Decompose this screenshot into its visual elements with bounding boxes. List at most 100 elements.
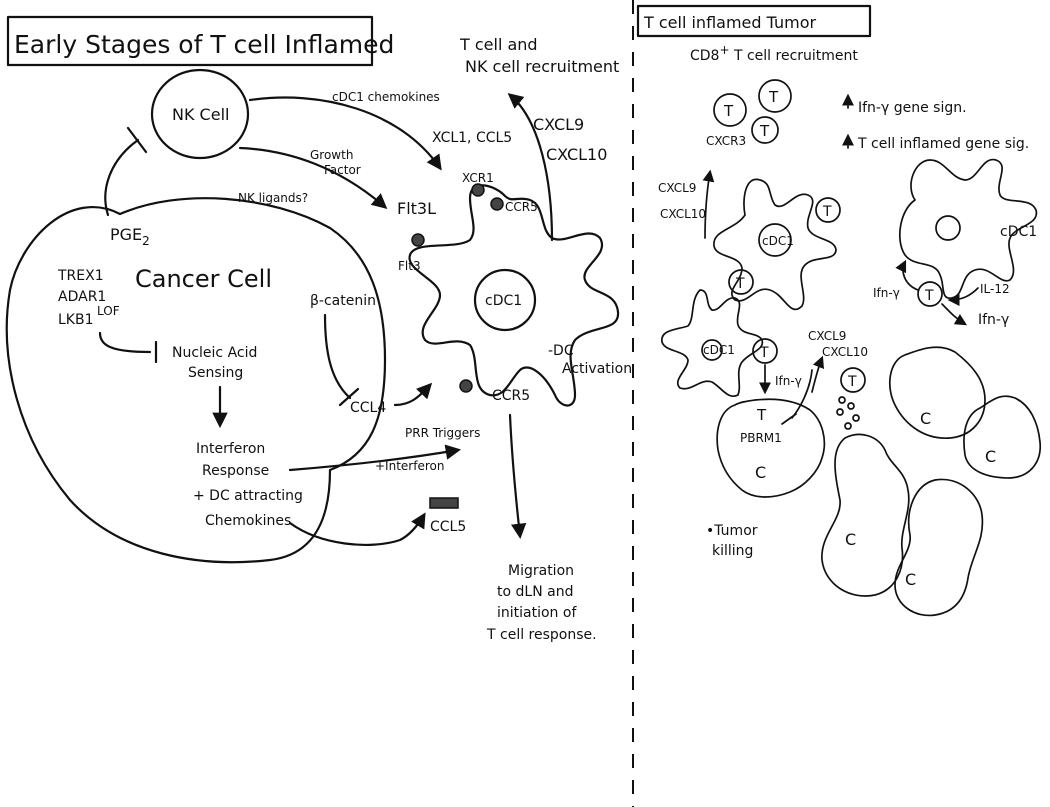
cxcl10-b-label: CXCL10 — [822, 345, 868, 359]
cdc1-right-1-nucleus — [758, 223, 792, 257]
granule-3 — [836, 408, 844, 416]
migration-label-4: T cell response. — [486, 627, 597, 643]
dc-activation-label-2: Activation — [562, 361, 632, 377]
t-cell-4 — [815, 197, 841, 223]
recruitment-label-1: T cell and — [459, 35, 538, 54]
prr-triggers-label: PRR Triggers — [405, 426, 480, 440]
cd8-recruitment-label: CD8+ T cell recruitment — [690, 43, 858, 64]
cdc1-right-1-shape — [713, 178, 837, 311]
t-cell-6 — [917, 281, 943, 307]
recruitment-label-2: NK cell recruitment — [465, 57, 619, 76]
tumor-c-label-5: C — [905, 570, 916, 589]
ccl5-arrow — [288, 512, 426, 546]
ccl4-arrow — [393, 382, 433, 407]
pbrm1-inhibit-bar — [781, 413, 797, 425]
pbrm1-t-label: T — [756, 406, 767, 424]
cdc1-cell-shape — [408, 184, 620, 407]
left-title-box — [6, 15, 374, 67]
cxcl10-right-label: CXCL10 — [660, 207, 706, 221]
xcr1-receptor — [471, 183, 485, 197]
migration-arrow — [508, 413, 527, 540]
tumor-c-label-2: C — [845, 530, 856, 549]
tumor-c-label-1: C — [755, 463, 766, 482]
interferon-label-2: Response — [202, 463, 269, 479]
cxcl-right-arrow — [702, 169, 715, 239]
cxcr3-label: CXCR3 — [706, 134, 746, 148]
nk-ligands-label: NK ligands? — [238, 191, 308, 205]
pge2-inhibit-bar — [126, 126, 148, 154]
plus-interferon-label: +Interferon — [375, 459, 444, 473]
ifn-big-arrow — [941, 303, 968, 326]
cdc1-right-3-label: cDC1 — [703, 343, 735, 357]
granule-5 — [844, 422, 852, 430]
growth-factor-label-1: Growth — [310, 148, 353, 162]
cdc1-chemokines-label: cDC1 chemokines — [332, 90, 440, 104]
recruitment-arrow — [507, 93, 554, 242]
ccl5-label: CCL5 — [430, 519, 466, 535]
t-cell-4-label: T — [822, 204, 832, 220]
pge2-label: PGE2 — [110, 225, 150, 248]
growth-factor-label-2: Factor — [324, 163, 361, 177]
cdc1-right-2-label: cDC1 — [1000, 224, 1037, 240]
il12-label: IL-12 — [980, 282, 1010, 296]
cancer-cell-shape — [5, 197, 387, 564]
cxcl-b-arrow — [811, 355, 824, 393]
t-cell-6-label: T — [924, 288, 934, 304]
ccr5-bottom-label: CCR5 — [492, 388, 530, 404]
dc-attracting-label-1: + DC attracting — [193, 488, 303, 504]
growth-factor-arrow — [238, 146, 388, 210]
ifn-big-label: Ifn-γ — [978, 312, 1009, 328]
tumor-c-label-3: C — [920, 409, 931, 428]
dc-activation-label-1: -DC — [548, 343, 574, 359]
dc-attracting-label-2: Chemokines — [205, 513, 291, 529]
xcr1-label: XCR1 — [462, 171, 494, 185]
lof-label: LOF — [97, 304, 120, 318]
cxcl9-b-label: CXCL9 — [808, 329, 846, 343]
t-cell-5-label: T — [735, 276, 745, 292]
t-cell-5 — [728, 269, 754, 295]
cxcl10-label: CXCL10 — [546, 145, 607, 164]
killer-t-cell — [840, 367, 866, 393]
ccr5-bottom-receptor — [459, 379, 473, 393]
nk-cell-shape — [150, 68, 250, 160]
ccl4-label: CCL4 — [350, 400, 386, 416]
tumor-cell-bottom — [894, 478, 984, 617]
beta-catenin-label: β-catenin — [310, 293, 376, 309]
tumor-killing-label-2: killing — [712, 543, 753, 559]
ifn-down-label: Ifn-γ — [775, 374, 802, 388]
adar1-label: ADAR1 — [58, 289, 106, 305]
tumor-cell-far-right — [963, 395, 1041, 479]
pbrm1-label: PBRM1 — [740, 431, 782, 445]
nucleic-acid-label-2: Sensing — [188, 365, 243, 381]
ccl5-scribble — [429, 497, 459, 509]
migration-label-1: Migration — [508, 563, 574, 579]
pge2-inhibit-line — [104, 138, 140, 217]
nk-cell-label: NK Cell — [172, 105, 229, 124]
lkb1-inhibit-line — [98, 331, 152, 354]
ccr5-top-receptor — [490, 197, 504, 211]
right-title-box — [636, 4, 872, 38]
t-cell-1 — [713, 93, 747, 127]
granule-1 — [838, 396, 846, 404]
cxcl9-label: CXCL9 — [533, 115, 584, 134]
ifn-gene-sig-label: Ifn-γ gene sign. — [858, 100, 967, 116]
tumor-c-label-4: C — [985, 447, 996, 466]
nucleic-acid-label-1: Nucleic Acid — [172, 345, 257, 361]
tumor-cell-pbrm1 — [716, 398, 826, 498]
trex1-label: TREX1 — [57, 268, 104, 284]
t-cell-7-label: T — [759, 345, 769, 361]
right-title: T cell inflamed Tumor — [643, 13, 816, 32]
cdc1-right-3-shape — [661, 289, 764, 397]
granule-2 — [847, 402, 855, 410]
cxcl9-right-label: CXCL9 — [658, 181, 696, 195]
flt3-receptor — [411, 233, 425, 247]
beta-catenin-inhibit-line — [323, 313, 352, 400]
flt3l-label: Flt3L — [397, 199, 436, 218]
cdc1-right-3-nucleus — [701, 339, 723, 361]
cancer-cell-label: Cancer Cell — [135, 265, 272, 293]
tcell-gene-sig-label: T cell inflamed gene sig. — [857, 136, 1029, 152]
t-cell-2 — [758, 79, 792, 113]
t-cell-3 — [751, 116, 779, 144]
left-title: Early Stages of T cell Inflamed — [14, 30, 394, 59]
